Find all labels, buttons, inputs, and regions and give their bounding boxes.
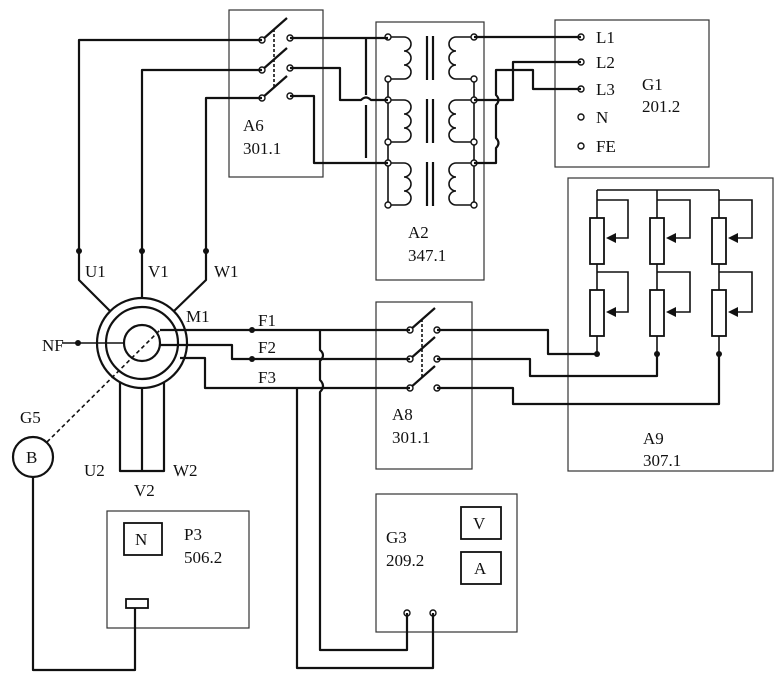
terminal-n[interactable] bbox=[577, 113, 585, 121]
a6-model-label: 301.1 bbox=[243, 139, 281, 158]
module-a6-box bbox=[228, 9, 324, 178]
voltmeter-box bbox=[460, 506, 502, 540]
speed-meter-label: N bbox=[135, 530, 147, 549]
label-f1: F1 bbox=[258, 311, 276, 330]
lead-f3 bbox=[180, 356, 410, 390]
label-f3: F3 bbox=[258, 368, 276, 387]
p3-id-label: P3 bbox=[184, 525, 202, 544]
ammeter-label: A bbox=[474, 559, 487, 578]
g5-symbol: B bbox=[26, 448, 37, 467]
wire-a8-a9-1 bbox=[437, 328, 597, 356]
wire-a2-l3 bbox=[474, 68, 581, 165]
g1-id-label: G1 bbox=[642, 75, 663, 94]
module-g3-box bbox=[375, 493, 518, 633]
lead-w1 bbox=[173, 96, 262, 312]
a8-model-label: 301.1 bbox=[392, 428, 430, 447]
a2-terminals bbox=[384, 33, 478, 209]
g3-id-label: G3 bbox=[386, 528, 407, 547]
lead-v1 bbox=[140, 68, 262, 298]
transformer-1 bbox=[388, 36, 474, 80]
resistor-2a[interactable] bbox=[649, 217, 665, 265]
voltmeter-label: V bbox=[473, 514, 486, 533]
g1-model-label: 201.2 bbox=[642, 97, 680, 116]
label-f2: F2 bbox=[258, 338, 276, 357]
label-u1: U1 bbox=[85, 262, 106, 281]
a2-model-label: 347.1 bbox=[408, 246, 446, 265]
p3-input-socket[interactable] bbox=[125, 598, 149, 609]
a8-id-label: A8 bbox=[392, 405, 413, 424]
g3-model-label: 209.2 bbox=[386, 551, 424, 570]
resistor-1b[interactable] bbox=[589, 289, 605, 337]
wire-a6-a2-2 bbox=[290, 66, 388, 102]
neutral-label: NF bbox=[42, 336, 64, 355]
coupling-line bbox=[46, 329, 161, 443]
g1-label-l1: L1 bbox=[596, 28, 615, 47]
label-v2: V2 bbox=[134, 481, 155, 500]
resistor-2b[interactable] bbox=[649, 289, 665, 337]
g1-label-l2: L2 bbox=[596, 53, 615, 72]
module-g1-box bbox=[554, 19, 710, 168]
g1-label-n: N bbox=[596, 108, 608, 127]
a6-switch[interactable] bbox=[258, 17, 294, 102]
g1-label-fe: FE bbox=[596, 137, 616, 156]
a2-id-label: A2 bbox=[408, 223, 429, 242]
lead-u1 bbox=[77, 38, 262, 312]
a9-id-label: A9 bbox=[643, 429, 664, 448]
label-w1: W1 bbox=[214, 262, 239, 281]
transformer-3 bbox=[388, 162, 474, 206]
motor-m1: NF bbox=[42, 296, 189, 390]
speed-meter-box bbox=[123, 522, 163, 556]
a6-id-label: A6 bbox=[243, 116, 264, 135]
wire-f3-g3 bbox=[295, 388, 435, 670]
wire-g5-p3 bbox=[31, 477, 137, 672]
transformer-2 bbox=[388, 99, 474, 143]
terminal-fe[interactable] bbox=[577, 142, 585, 150]
label-v1: V1 bbox=[148, 262, 169, 281]
module-a9-box bbox=[567, 177, 774, 472]
wire-a6-a2-3 bbox=[290, 94, 388, 165]
m1-id-label: M1 bbox=[186, 307, 210, 326]
resistor-3a[interactable] bbox=[711, 217, 727, 265]
label-u2: U2 bbox=[84, 461, 105, 480]
label-w2: W2 bbox=[173, 461, 198, 480]
ammeter-box bbox=[460, 551, 502, 585]
wire-a8-a9-2 bbox=[437, 354, 659, 378]
resistor-3b[interactable] bbox=[711, 289, 727, 337]
wire-f2-g3 bbox=[318, 330, 409, 652]
wire-a2-l2 bbox=[474, 60, 581, 102]
g1-label-l3: L3 bbox=[596, 80, 615, 99]
module-p3-box bbox=[106, 510, 250, 629]
wire-a8-a9-3 bbox=[437, 354, 721, 406]
g5-id-label: G5 bbox=[20, 408, 41, 427]
module-a8-box bbox=[375, 301, 473, 470]
a8-switch[interactable] bbox=[406, 307, 441, 392]
resistor-1a[interactable] bbox=[589, 217, 605, 265]
p3-model-label: 506.2 bbox=[184, 548, 222, 567]
a9-resistor-bank bbox=[589, 189, 753, 357]
g1-terminal-block: L1 L2 L3 N FE bbox=[577, 28, 616, 156]
a9-model-label: 307.1 bbox=[643, 451, 681, 470]
module-a2-box bbox=[375, 21, 485, 281]
